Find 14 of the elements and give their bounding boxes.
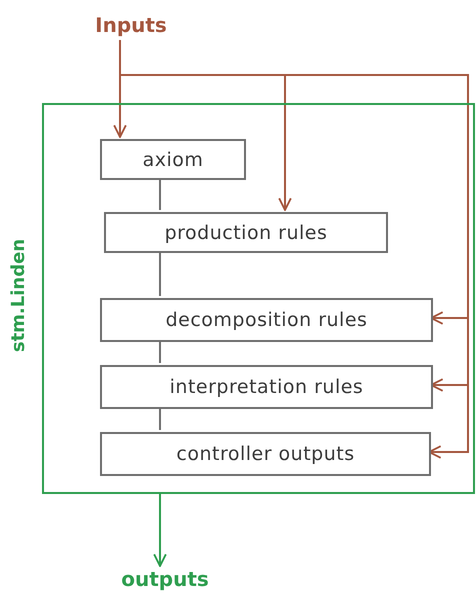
process-box: interpretation rules <box>100 365 433 409</box>
arrow <box>153 494 167 567</box>
output-label: outputs <box>100 566 230 592</box>
input-label: Inputs <box>92 12 170 38</box>
connector-line <box>159 178 161 210</box>
arrow <box>119 40 469 459</box>
module-name: stm.Linden <box>8 238 30 352</box>
connector-line <box>159 340 161 363</box>
process-box: controller outputs <box>100 432 431 476</box>
connector-line <box>159 251 161 296</box>
process-box: axiom <box>100 139 246 180</box>
process-box: production rules <box>104 212 388 253</box>
connector-line <box>159 407 161 430</box>
process-box: decomposition rules <box>100 298 433 342</box>
